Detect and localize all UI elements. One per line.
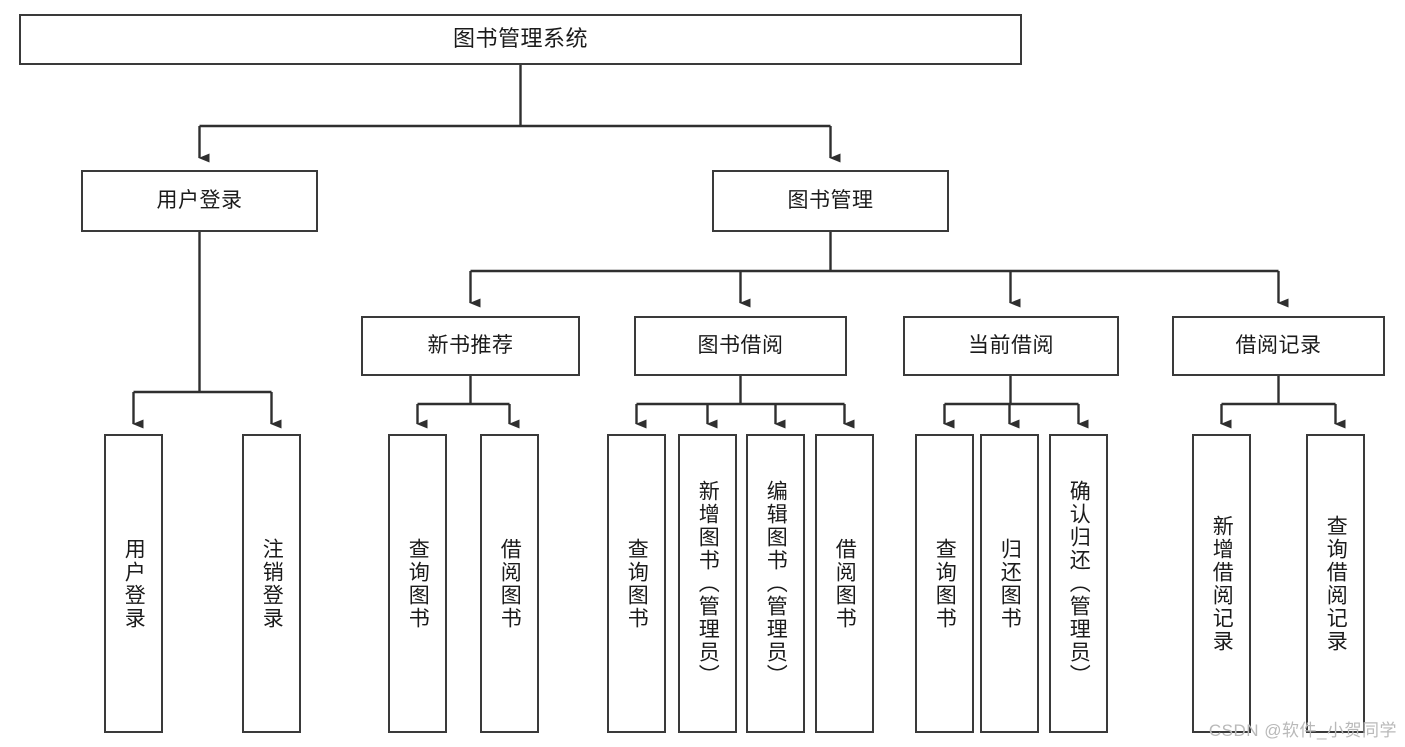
node-leaf-query-book-borrow[interactable]: 查询图书 (607, 434, 666, 733)
node-book-borrow[interactable]: 图书借阅 (634, 316, 847, 376)
node-label: 用户登录 (156, 189, 243, 213)
node-leaf-borrow-book-recommend[interactable]: 借阅图书 (480, 434, 539, 733)
edges-user-login-to-leaves (132, 232, 282, 429)
node-leaf-logout[interactable]: 注销登录 (242, 434, 301, 733)
node-label: 图书借阅 (697, 334, 784, 358)
node-label: 归还图书 (998, 537, 1022, 630)
node-label: 用户登录 (122, 537, 146, 630)
node-leaf-query-book-current[interactable]: 查询图书 (915, 434, 974, 733)
node-label: 查询图书 (625, 537, 649, 630)
node-leaf-edit-book-admin[interactable]: 编辑图书（管理员） (746, 434, 805, 733)
edges-book-borrow-to-leaves (635, 376, 855, 429)
node-label: 图书管理系统 (452, 26, 588, 52)
node-label: 新书推荐 (427, 334, 514, 358)
node-label: 借阅图书 (498, 537, 522, 630)
edges-current-borrow-to-leaves (943, 376, 1089, 429)
edges-borrow-records-to-leaves (1220, 376, 1346, 429)
node-label: 当前借阅 (968, 334, 1054, 358)
node-leaf-add-borrow-record[interactable]: 新增借阅记录 (1192, 434, 1251, 733)
node-user-login[interactable]: 用户登录 (81, 170, 318, 232)
node-label: 编辑图书（管理员） (764, 480, 788, 687)
node-book-management[interactable]: 图书管理 (712, 170, 949, 232)
node-leaf-query-book-recommend[interactable]: 查询图书 (388, 434, 447, 733)
edges-new-book-to-leaves (416, 376, 520, 429)
edges-book-mgmt-to-level3 (469, 232, 1289, 308)
watermark: CSDN @软件_小贺同学 (1208, 721, 1397, 740)
node-label: 查询借阅记录 (1324, 514, 1348, 653)
node-leaf-borrow-book[interactable]: 借阅图书 (815, 434, 874, 733)
node-label: 注销登录 (260, 537, 284, 630)
node-leaf-query-borrow-record[interactable]: 查询借阅记录 (1306, 434, 1365, 733)
node-leaf-add-book-admin[interactable]: 新增图书（管理员） (678, 434, 737, 733)
node-leaf-confirm-return-admin[interactable]: 确认归还（管理员） (1049, 434, 1108, 733)
node-label: 新增借阅记录 (1210, 514, 1234, 653)
edges-root-to-level2 (198, 65, 841, 163)
node-root-book-management-system[interactable]: 图书管理系统 (19, 14, 1022, 65)
node-leaf-user-login[interactable]: 用户登录 (104, 434, 163, 733)
node-leaf-return-book[interactable]: 归还图书 (980, 434, 1039, 733)
node-label: 借阅图书 (833, 537, 857, 630)
node-label: 图书管理 (787, 189, 874, 213)
node-label: 借阅记录 (1235, 334, 1322, 358)
node-label: 确认归还（管理员） (1067, 480, 1091, 687)
node-label: 查询图书 (406, 537, 430, 630)
node-current-borrow[interactable]: 当前借阅 (903, 316, 1119, 376)
node-new-book-recommend[interactable]: 新书推荐 (361, 316, 580, 376)
node-label: 查询图书 (933, 537, 957, 630)
node-label: 新增图书（管理员） (696, 480, 720, 687)
node-borrow-records[interactable]: 借阅记录 (1172, 316, 1385, 376)
